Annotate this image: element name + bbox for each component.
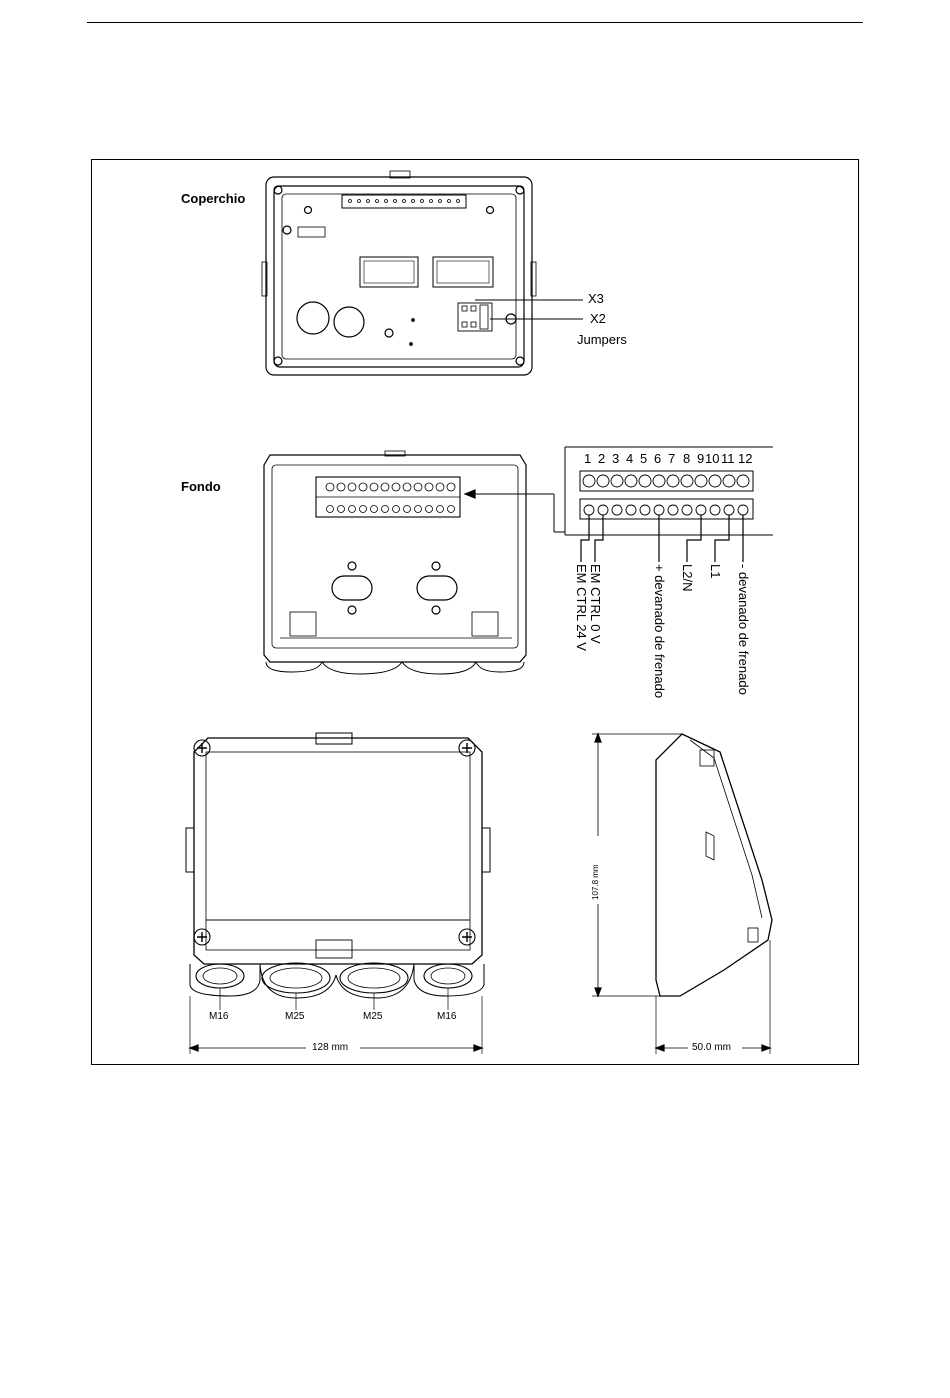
terminal-number: 1 <box>584 452 591 465</box>
gland-label: M25 <box>363 1012 382 1022</box>
lid-label: Coperchio <box>181 192 245 205</box>
x2-label: X2 <box>590 312 606 325</box>
em-ctrl-24v-label: EM CTRL 24 V <box>575 564 588 651</box>
l2n-label: L2/N <box>681 564 694 591</box>
x3-label: X3 <box>588 292 604 305</box>
height-dimension: 107.8 mm <box>592 864 600 900</box>
gland-label: M16 <box>209 1012 228 1022</box>
terminal-number: 3 <box>612 452 619 465</box>
brake-plus-label: + devanado de frenado <box>653 564 666 698</box>
terminal-number: 4 <box>626 452 633 465</box>
lid-drawing <box>262 171 583 375</box>
terminal-number: 10 <box>705 452 719 465</box>
depth-dimension: 50.0 mm <box>692 1043 731 1053</box>
brake-minus-label: - devanado de frenado <box>737 564 750 695</box>
terminal-number: 9 <box>697 452 704 465</box>
gland-label: M16 <box>437 1012 456 1022</box>
side-view <box>592 734 772 1054</box>
base-drawing <box>264 451 554 674</box>
front-view <box>186 733 490 1054</box>
width-dimension: 128 mm <box>312 1043 348 1053</box>
terminal-number: 8 <box>683 452 690 465</box>
terminal-number: 11 <box>721 452 735 465</box>
terminal-number: 2 <box>598 452 605 465</box>
l1-label: L1 <box>709 564 722 578</box>
terminal-number: 12 <box>738 452 752 465</box>
terminal-number: 6 <box>654 452 661 465</box>
base-label: Fondo <box>181 480 221 493</box>
jumpers-label: Jumpers <box>577 333 627 346</box>
gland-label: M25 <box>285 1012 304 1022</box>
terminal-number: 5 <box>640 452 647 465</box>
terminal-number: 7 <box>668 452 675 465</box>
em-ctrl-0v-label: EM CTRL 0 V <box>589 564 602 644</box>
